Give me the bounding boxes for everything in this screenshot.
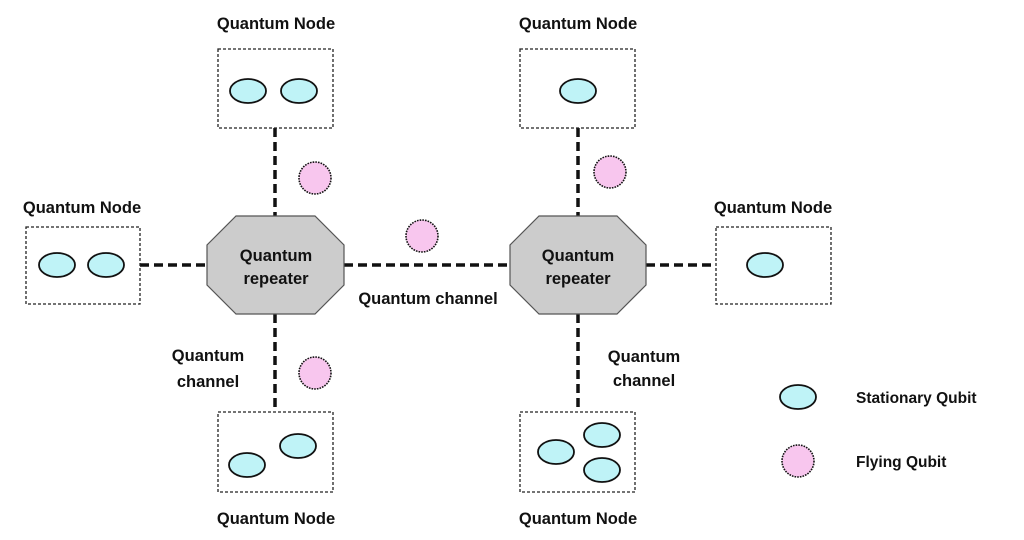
legend-stationary-qubit-swatch xyxy=(779,384,817,410)
legend: Stationary Qubit Flying Qubit xyxy=(779,384,977,478)
quantum-nodes xyxy=(25,48,832,493)
repeater-octagon xyxy=(206,215,345,315)
repeater-label-line1: Quantum xyxy=(240,247,312,265)
flying-qubits xyxy=(298,155,627,390)
node-top-left xyxy=(217,48,334,129)
stationary-qubits xyxy=(38,78,784,483)
legend-flying-qubit-swatch xyxy=(781,444,815,478)
repeater-octagon xyxy=(509,215,647,315)
node-label-top-left: Quantum Node xyxy=(217,15,335,33)
node-label-left: Quantum Node xyxy=(23,199,141,217)
stationary-qubit xyxy=(87,252,125,278)
repeater-label-line2: repeater xyxy=(243,270,309,288)
channel-label-left-line1: Quantum xyxy=(172,347,244,365)
stationary-qubit xyxy=(746,252,784,278)
stationary-qubit xyxy=(559,78,597,104)
stationary-qubit xyxy=(583,457,621,483)
channel-label-left-line2: channel xyxy=(177,373,239,391)
node-label-bottom-left: Quantum Node xyxy=(217,510,335,528)
node-right xyxy=(715,226,832,305)
repeater-label-line2: repeater xyxy=(545,270,611,288)
stationary-qubit xyxy=(38,252,76,278)
repeater-label-line1: Quantum xyxy=(542,247,614,265)
channel-links xyxy=(140,128,716,412)
stationary-qubit xyxy=(279,433,317,459)
node-top-right xyxy=(519,48,636,129)
node-left xyxy=(25,226,141,305)
channel-labels: Quantum channel Quantum channel Quantum … xyxy=(172,290,680,391)
repeater-right: Quantum repeater xyxy=(509,215,647,315)
node-label-bottom-right: Quantum Node xyxy=(519,510,637,528)
node-labels: Quantum Node Quantum Node Quantum Node Q… xyxy=(23,15,832,528)
channel-label-center: Quantum channel xyxy=(358,290,497,308)
channel-label-right-line2: channel xyxy=(613,372,675,390)
legend-flying-qubit-label: Flying Qubit xyxy=(856,454,946,471)
flying-qubit xyxy=(593,155,627,189)
stationary-qubit xyxy=(537,439,575,465)
legend-stationary-qubit-label: Stationary Qubit xyxy=(856,390,977,407)
repeater-left: Quantum repeater xyxy=(206,215,345,315)
node-label-right: Quantum Node xyxy=(714,199,832,217)
node-bottom-right xyxy=(519,411,636,493)
channel-label-right-line1: Quantum xyxy=(608,348,680,366)
node-bottom-left xyxy=(217,411,334,493)
flying-qubit xyxy=(298,356,332,390)
node-label-top-right: Quantum Node xyxy=(519,15,637,33)
stationary-qubit xyxy=(229,78,267,104)
flying-qubit xyxy=(298,161,332,195)
stationary-qubit xyxy=(280,78,318,104)
stationary-qubit xyxy=(228,452,266,478)
stationary-qubit xyxy=(583,422,621,448)
flying-qubit xyxy=(405,219,439,253)
